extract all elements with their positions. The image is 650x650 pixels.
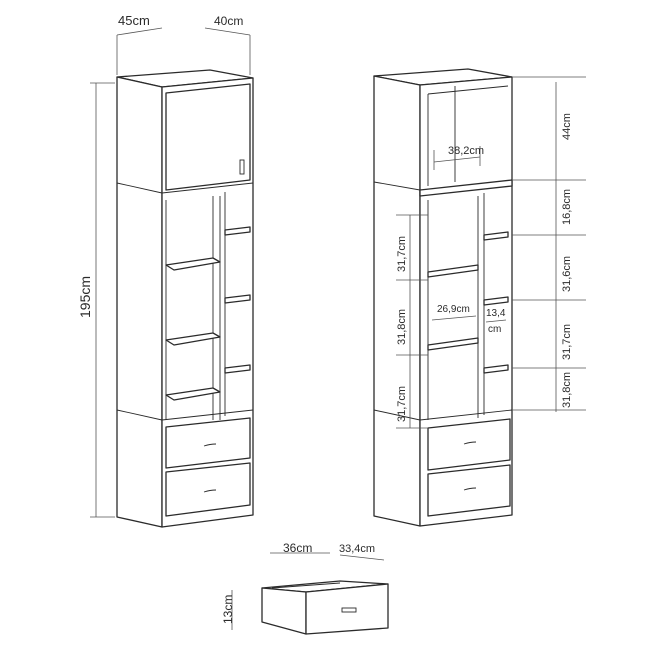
- drawer-inner-line: [271, 582, 341, 589]
- label-middle-width: 26,9cm: [437, 304, 470, 315]
- door-handle-icon: [239, 159, 245, 175]
- label-left-gap-3: 31,7cm: [396, 386, 408, 422]
- label-depth-left: 40cm: [214, 14, 243, 28]
- right-shelf: [427, 337, 479, 351]
- left-cabinet-side: [116, 76, 163, 528]
- right-cabinet-line: [373, 181, 421, 191]
- label-width-left: 45cm: [118, 13, 150, 28]
- right-drawer-bottom: [427, 464, 511, 517]
- dim-line-width: [116, 27, 163, 36]
- left-cabinet-line: [116, 182, 163, 194]
- label-height-total: 195cm: [77, 276, 93, 318]
- drawer-handle-icon: [463, 487, 477, 491]
- right-narrow-shelf: [483, 231, 509, 241]
- drawer-handle-icon: [341, 607, 357, 613]
- dim-line-depth: [204, 27, 251, 36]
- label-drawer-height: 13cm: [221, 595, 235, 624]
- label-shelf-gap-1: 16,8cm: [561, 189, 573, 225]
- label-drawer-width: 36cm: [283, 541, 312, 555]
- label-narrow-width-a: 13,4: [486, 308, 506, 319]
- right-cabinet-line: [419, 409, 513, 421]
- label-left-gap-2: 31,8cm: [396, 309, 408, 345]
- right-drawer-top: [427, 418, 511, 471]
- right-shelf: [427, 264, 479, 278]
- label-shelf-gap-2: 31,6cm: [561, 256, 573, 292]
- left-cabinet-door: [165, 83, 251, 191]
- left-shelf: [165, 387, 221, 401]
- left-narrow-shelf: [224, 364, 251, 374]
- dim-line-drawer-depth: [339, 554, 385, 561]
- left-cabinet-line: [116, 409, 163, 421]
- right-narrow-shelf: [483, 296, 509, 306]
- dim-line-middle-width: [431, 315, 477, 321]
- left-drawer-top: [165, 417, 251, 469]
- left-shelf: [165, 332, 221, 346]
- label-left-gap-1: 31,7cm: [396, 236, 408, 272]
- left-cabinet-line: [161, 182, 254, 194]
- left-cabinet: [116, 69, 254, 528]
- left-shelf: [165, 257, 221, 271]
- label-drawer-depth: 33,4cm: [339, 543, 375, 555]
- right-cabinet: [373, 68, 513, 527]
- drawer-handle-icon: [463, 441, 477, 445]
- label-inner-width: 38,2cm: [448, 145, 484, 157]
- right-top-shelf: [419, 179, 513, 197]
- dim-line-inner-width: [433, 156, 481, 163]
- right-cabinet-line: [373, 409, 421, 421]
- right-dimensions: 44cm 16,8cm 31,6cm 31,7cm 31,8cm 31,7cm …: [396, 76, 586, 429]
- label-shelf-gap-4: 31,8cm: [561, 372, 573, 408]
- left-dimensions: 45cm 40cm 195cm: [77, 13, 251, 518]
- left-cabinet-line: [161, 409, 254, 421]
- left-drawer-bottom: [165, 462, 251, 517]
- label-narrow-width-b: cm: [488, 324, 501, 335]
- right-cabinet-side: [373, 75, 421, 527]
- left-narrow-shelf: [224, 294, 251, 304]
- drawer-front: [305, 583, 389, 635]
- drawer-handle-icon: [203, 489, 217, 493]
- label-top-section: 44cm: [561, 113, 573, 140]
- drawer-handle-icon: [203, 443, 217, 447]
- right-narrow-shelf: [483, 364, 509, 374]
- dim-line-narrow-width: [485, 319, 507, 323]
- drawer-detail: 36cm 33,4cm 13cm: [221, 541, 389, 635]
- left-narrow-shelf: [224, 226, 251, 236]
- right-cabinet-line: [427, 85, 509, 95]
- label-shelf-gap-3: 31,7cm: [561, 324, 573, 360]
- drawer-side: [261, 587, 307, 635]
